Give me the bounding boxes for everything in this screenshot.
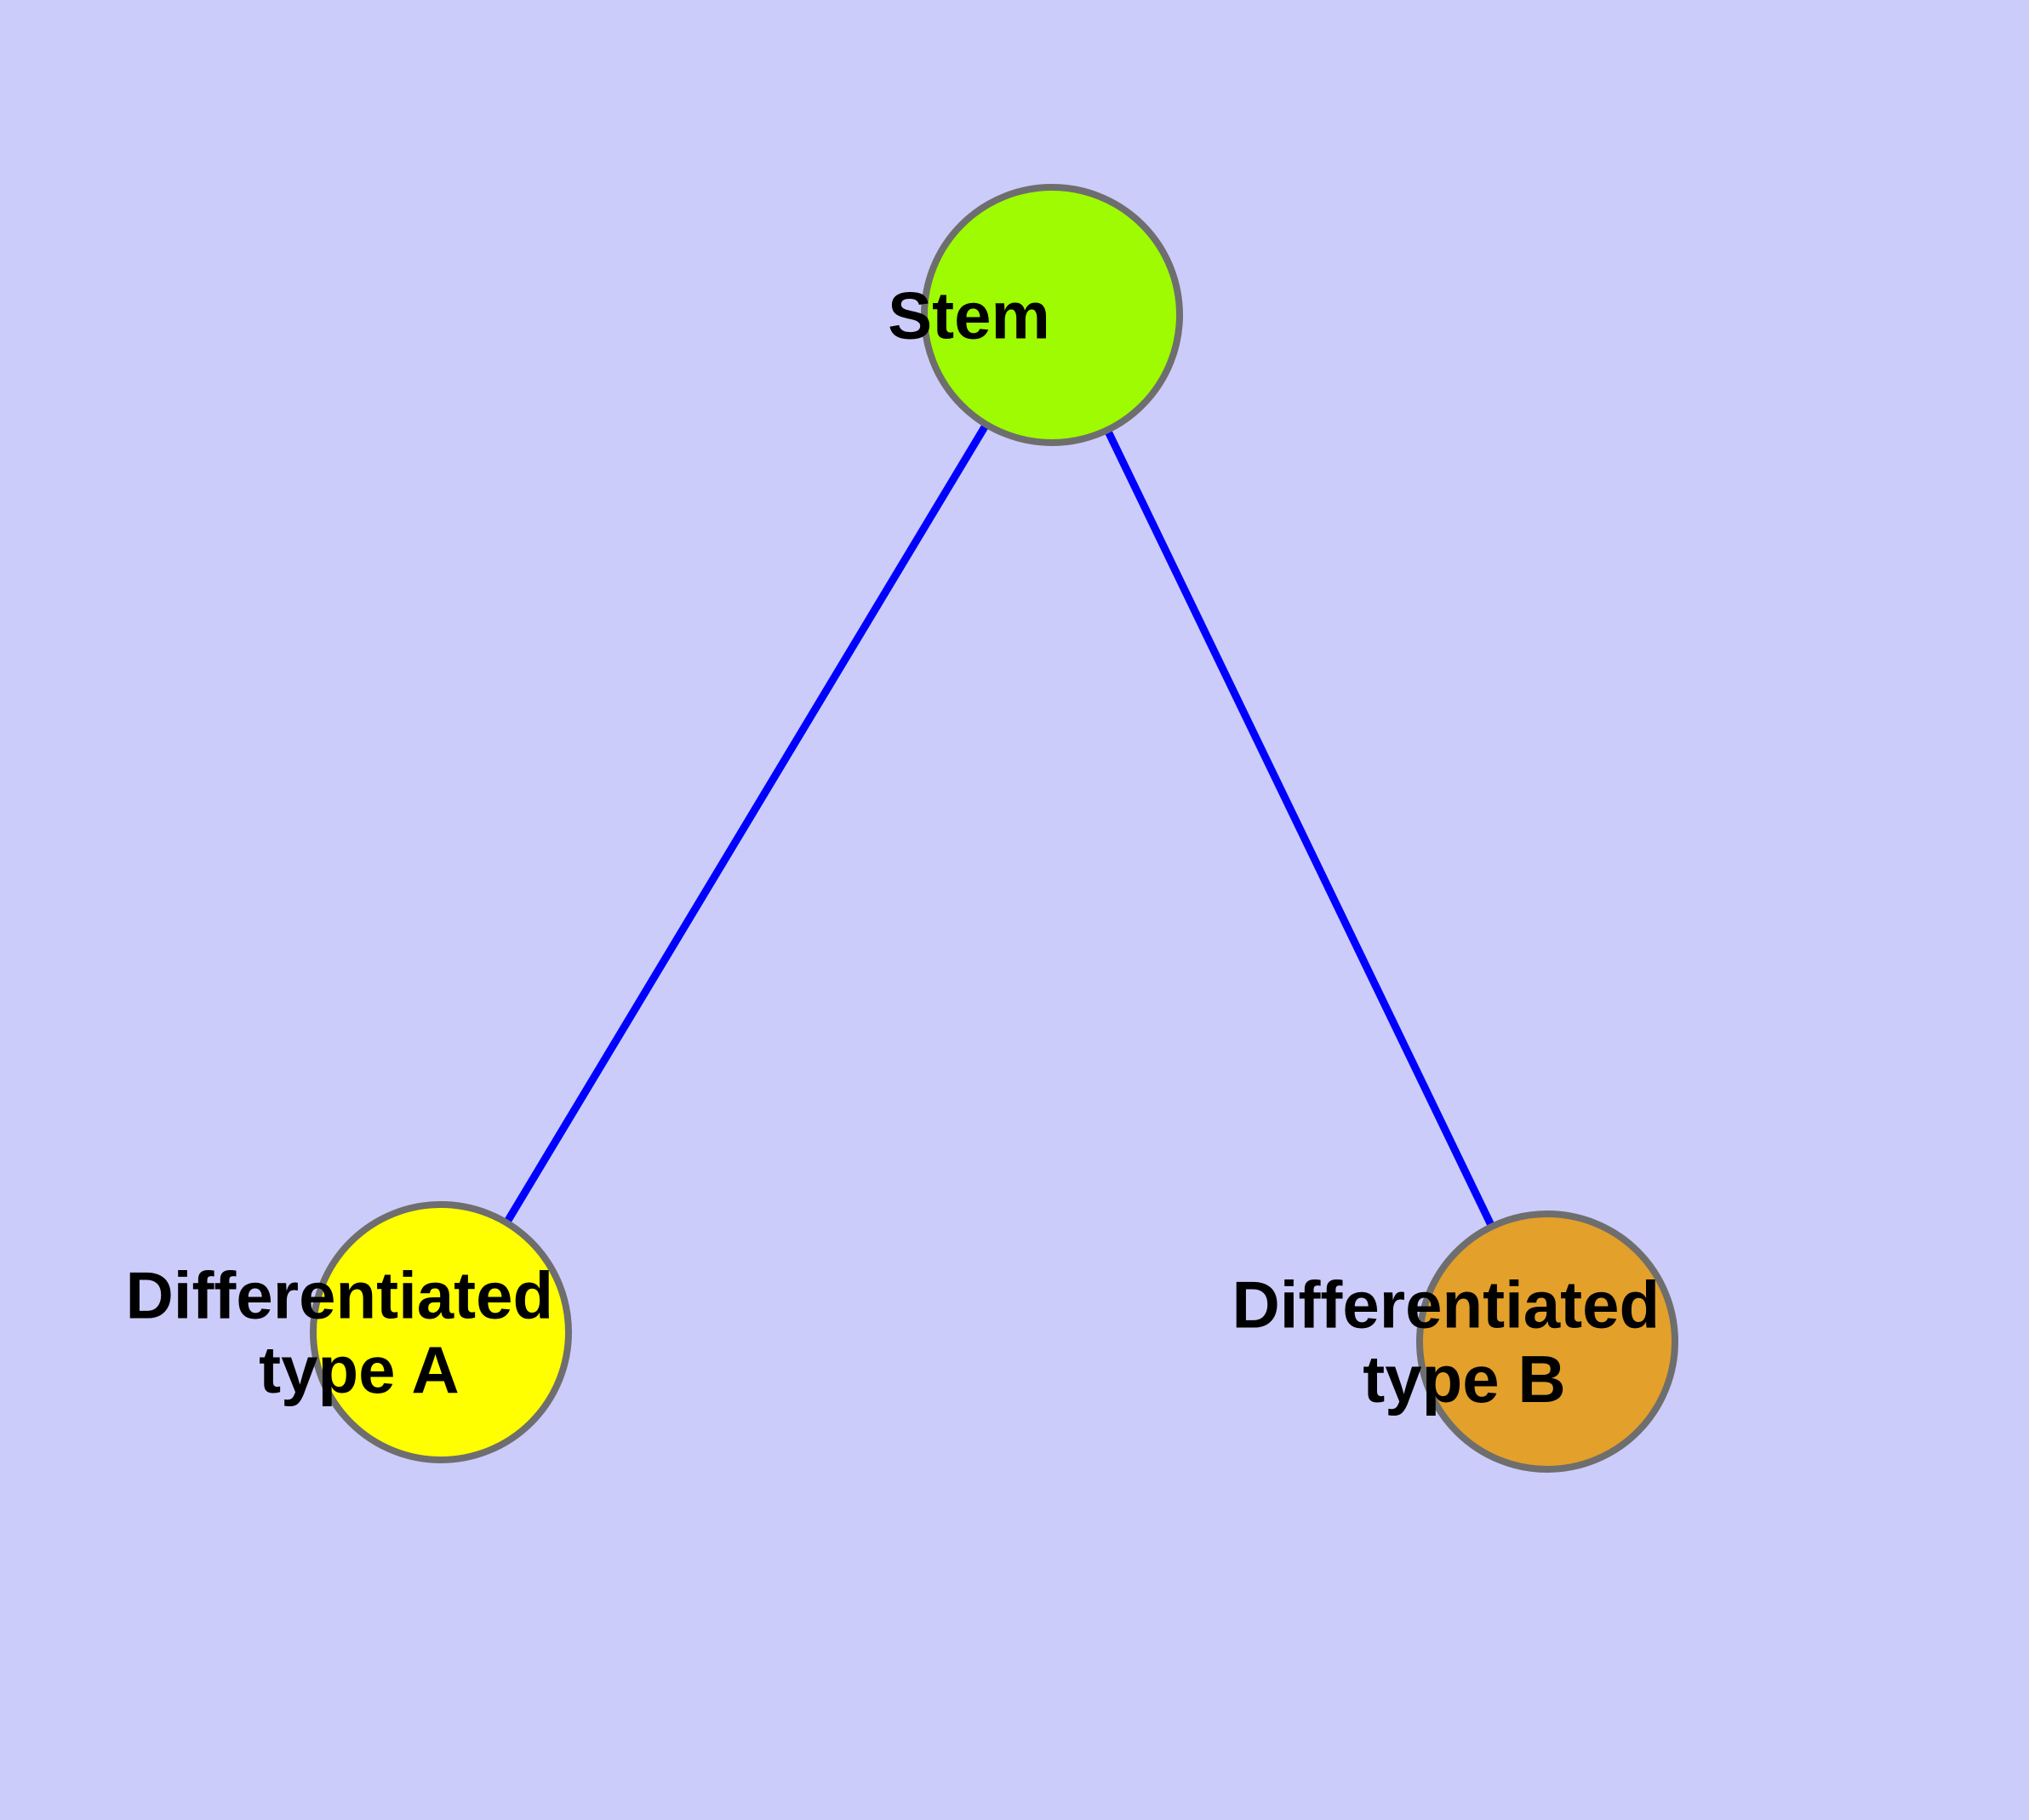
edge-layer [437, 312, 1552, 1343]
edge-stem-to-differentiated-a[interactable] [437, 312, 1055, 1335]
node-layer: Stem Differentiated type A Differentiate… [125, 184, 1862, 1473]
node-differentiated-type-b-label-line-2: type B [1363, 1342, 1565, 1417]
node-differentiated-type-a[interactable]: Differentiated type A [125, 1201, 756, 1463]
edge-stem-to-differentiated-b[interactable] [1048, 313, 1552, 1343]
node-differentiated-type-a-label-line-2: type A [259, 1332, 458, 1407]
node-differentiated-type-b-label: Differentiated type B [1232, 1268, 1862, 1417]
node-stem[interactable]: Stem [888, 184, 1216, 446]
node-differentiated-type-a-circle[interactable] [310, 1201, 572, 1463]
node-stem-label-line-1: Stem [888, 278, 1050, 352]
node-stem-label: Stem [888, 278, 1216, 352]
node-differentiated-type-b[interactable]: Differentiated type B [1232, 1210, 1862, 1473]
node-stem-circle[interactable] [921, 184, 1183, 446]
node-differentiated-type-b-label-line-1: Differentiated [1232, 1268, 1660, 1342]
node-differentiated-type-a-label-line-1: Differentiated [125, 1258, 553, 1333]
node-differentiated-type-a-label: Differentiated type A [125, 1258, 756, 1407]
node-differentiated-type-b-circle[interactable] [1416, 1210, 1678, 1473]
